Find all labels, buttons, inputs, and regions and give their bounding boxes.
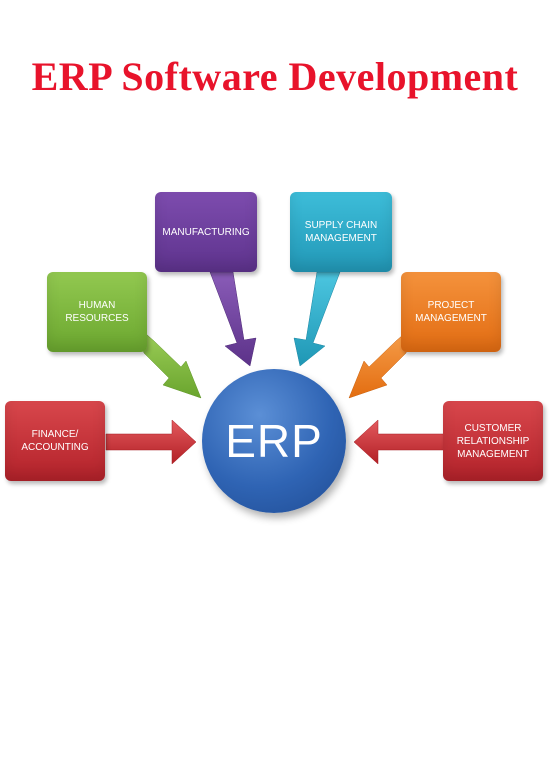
manufacturing-box: MANUFACTURING <box>155 192 257 272</box>
customer-relationship-management-box: CUSTOMER RELATIONSHIP MANAGEMENT <box>443 401 543 481</box>
project-management-box: PROJECT MANAGEMENT <box>401 272 501 352</box>
arrow-crm <box>353 419 445 465</box>
arrow-supply-chain <box>293 271 341 367</box>
supply-chain-management-box: SUPPLY CHAIN MANAGEMENT <box>290 192 392 272</box>
arrow-finance <box>105 419 197 465</box>
erp-center-circle: ERP <box>202 369 346 513</box>
human-resources-box: HUMAN RESOURCES <box>47 272 147 352</box>
arrow-manufacturing <box>209 271 257 367</box>
arrow-project <box>348 326 413 399</box>
page-title: ERP Software Development <box>31 54 519 99</box>
finance-accounting-box: FINANCE/ ACCOUNTING <box>5 401 105 481</box>
arrow-human-resources <box>137 326 202 399</box>
